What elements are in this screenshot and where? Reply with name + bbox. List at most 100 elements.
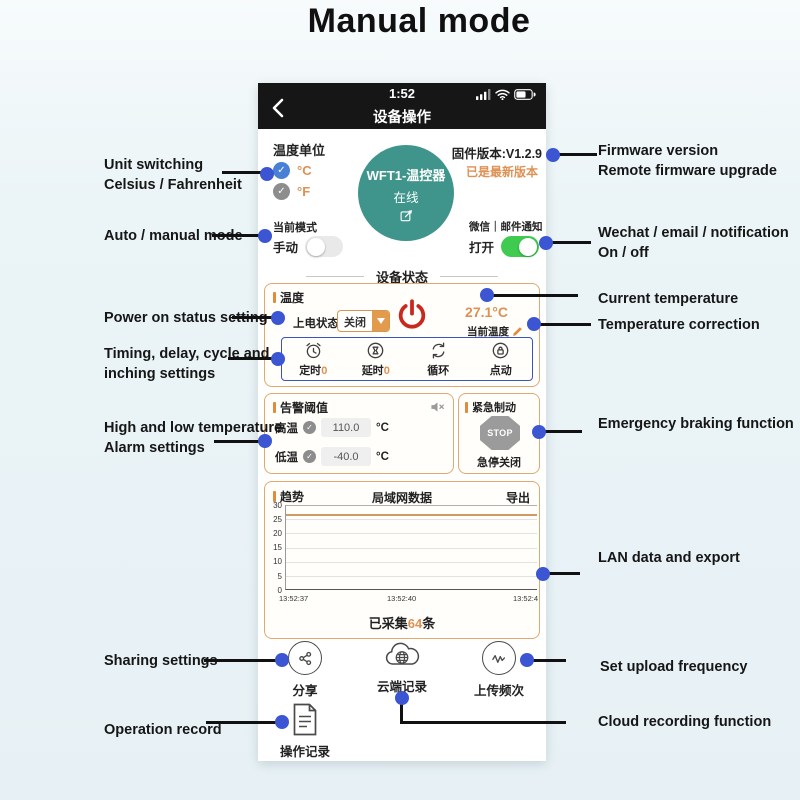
callout-dot <box>520 653 534 667</box>
alarm-clock-icon <box>306 342 321 359</box>
notify-value: 打开 <box>469 241 495 255</box>
annotation-temp-correction: Temperature correction <box>598 317 760 333</box>
function-label: 延时0 <box>361 365 390 377</box>
low-temp-field[interactable]: -40.0 <box>321 447 371 466</box>
phone-screenshot: 1:52 设备操作 温度单位 °C °F WFT1-温控器 在线 <box>258 83 546 761</box>
mode-toggle[interactable] <box>305 236 344 257</box>
y-tick: 15 <box>273 543 282 552</box>
gridline <box>286 547 537 549</box>
high-temp-row: 高温 110.0 °C <box>275 418 389 437</box>
fahrenheit-option[interactable]: °F <box>273 183 310 200</box>
callout-dot <box>539 236 553 250</box>
callout-dot <box>271 352 285 366</box>
firmware-version: 固件版本:V1.2.9 <box>451 147 542 161</box>
notify-section-label: 微信｜邮件通知 <box>469 221 543 233</box>
celsius-option[interactable]: °C <box>273 162 312 179</box>
pencil-edit-icon[interactable] <box>512 326 523 337</box>
callout-line <box>544 430 582 433</box>
callout-dot <box>275 715 289 729</box>
callout-line <box>557 153 597 156</box>
delay-function[interactable]: 延时0 <box>345 338 408 380</box>
dropdown-button[interactable] <box>372 311 389 331</box>
cycle-icon <box>432 342 445 359</box>
x-tick: 13:52:40 <box>387 594 417 603</box>
power-icon <box>398 299 426 329</box>
firmware-latest-status: 已是最新版本 <box>465 165 538 179</box>
stop-button[interactable]: STOP <box>480 416 520 450</box>
operation-record-action[interactable]: 操作记录 <box>270 703 340 760</box>
back-button[interactable] <box>271 98 287 120</box>
mute-icon[interactable] <box>430 400 445 414</box>
chart-title: 趋势 <box>273 488 304 505</box>
device-status-divider: 设备状态 <box>258 267 546 286</box>
annotation-sharing: Sharing settings <box>104 653 218 669</box>
brake-caption: 急停关闭 <box>477 457 521 469</box>
y-tick: 30 <box>273 501 282 510</box>
checked-icon[interactable] <box>303 450 316 463</box>
toggle-knob <box>519 237 538 256</box>
wifi-icon <box>495 89 510 100</box>
callout-dot <box>271 311 285 325</box>
y-tick: 10 <box>273 557 282 566</box>
callout-dot <box>395 691 409 705</box>
mode-row: 手动 <box>273 236 344 257</box>
callout-line <box>400 721 566 724</box>
mode-section-label: 当前模式 <box>273 222 317 234</box>
callout-line <box>492 294 578 297</box>
upload-frequency-action[interactable]: 上传频次 <box>464 641 534 699</box>
chart-heading: 局域网数据 <box>371 491 432 505</box>
callout-line <box>228 357 274 360</box>
y-tick: 25 <box>273 515 282 524</box>
brake-box-title: 紧急制动 <box>465 399 516 415</box>
callout-dot <box>258 229 272 243</box>
annotation-operation-record: Operation record <box>104 722 222 738</box>
high-temp-unit: °C <box>376 421 389 434</box>
low-temp-unit: °C <box>376 450 389 463</box>
callout-line <box>212 234 260 237</box>
page-title: Manual mode <box>307 2 531 40</box>
y-tick: 0 <box>277 586 282 595</box>
fahrenheit-label: °F <box>297 184 311 199</box>
inching-function[interactable]: 点动 <box>470 338 533 380</box>
callout-dot <box>275 653 289 667</box>
function-label: 循环 <box>427 365 450 377</box>
battery-icon <box>514 89 536 100</box>
x-tick: 13:52:37 <box>279 594 309 603</box>
cycle-function[interactable]: 循环 <box>407 338 470 380</box>
power-status-dropdown[interactable]: 关闭 <box>337 310 390 332</box>
callout-dot <box>532 425 546 439</box>
notify-toggle[interactable] <box>501 236 540 257</box>
device-status-circle[interactable]: WFT1-温控器 在线 <box>358 145 454 241</box>
chevron-down-icon <box>376 318 385 324</box>
share-action[interactable]: 分享 <box>270 641 340 699</box>
cloud-record-action[interactable]: 云端记录 <box>367 639 437 695</box>
high-temp-label: 高温 <box>275 422 298 435</box>
x-tick: 13:52:4 <box>512 594 538 603</box>
edit-icon[interactable] <box>400 209 413 222</box>
power-status-label: 上电状态: <box>293 318 343 330</box>
export-button[interactable]: 导出 <box>505 491 530 505</box>
annotation-cloud-recording: Cloud recording function <box>598 714 772 730</box>
timer-function[interactable]: 定时0 <box>282 338 345 380</box>
callout-line <box>232 316 274 319</box>
checked-icon[interactable] <box>303 421 316 434</box>
power-button[interactable] <box>395 298 429 337</box>
low-temp-label: 低温 <box>275 451 298 464</box>
y-tick: 5 <box>277 572 282 581</box>
status-time: 1:52 <box>388 86 416 101</box>
gridline <box>286 575 537 577</box>
toggle-knob <box>307 237 326 256</box>
function-label: 点动 <box>489 365 512 377</box>
chart-box: 趋势 局域网数据 导出 30 25 20 15 10 5 0 13:52:37 … <box>264 481 540 639</box>
hourglass-icon <box>367 342 384 359</box>
function-label: 定时0 <box>299 365 328 377</box>
collected-count-caption: 已采集64条 <box>368 616 436 631</box>
unit-section-label: 温度单位 <box>273 143 326 158</box>
high-temp-field[interactable]: 110.0 <box>321 418 371 437</box>
callout-dot <box>260 167 274 181</box>
